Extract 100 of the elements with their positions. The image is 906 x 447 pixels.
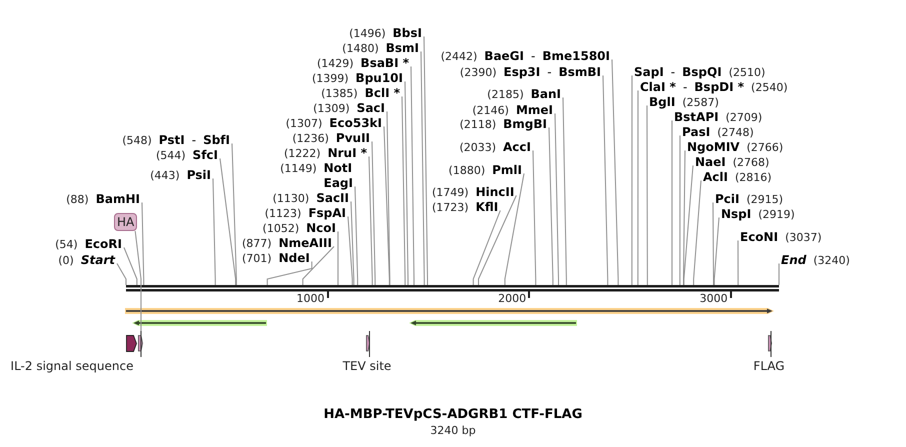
leader-line: [232, 143, 237, 286]
site-position: (2118): [460, 116, 496, 132]
map-end-label: Start: [80, 252, 115, 268]
site-position: (1749): [432, 184, 469, 200]
site-position: (1130): [272, 190, 310, 206]
site-position: (2919): [758, 206, 795, 222]
site-position: (1496): [349, 26, 386, 40]
site-position: (2915): [746, 192, 784, 206]
enzyme-name: BspQI: [682, 64, 722, 80]
enzyme-name: NdeI: [278, 250, 310, 266]
site-position: (548): [122, 132, 152, 148]
site-position: (3240): [813, 252, 850, 268]
site-position: (2748): [717, 124, 754, 140]
name-separator: -: [682, 80, 688, 94]
leader-line: [142, 202, 144, 286]
leader-line: [424, 36, 428, 286]
enzyme-name: BsaBI *: [360, 56, 409, 70]
map-end-label: End: [781, 252, 806, 268]
site-position: (2768): [732, 154, 770, 170]
enzyme-name: NmeAIII: [278, 236, 332, 250]
enzyme-name: BbsI: [392, 26, 422, 40]
leader-line: [384, 126, 390, 286]
site-position: (2587): [682, 94, 719, 110]
site-position: (2033): [459, 140, 496, 154]
enzyme-name: BaeGI: [484, 48, 524, 64]
sequence-length: 3240 bp: [430, 424, 476, 438]
enzyme-name: Bme1580I: [542, 48, 610, 64]
orf-feature: [125, 307, 774, 315]
enzyme-name: SbfI: [203, 132, 230, 148]
site-position: (2442): [440, 48, 478, 64]
enzyme-name: NruI *: [328, 146, 367, 160]
enzyme-name: PstI: [158, 132, 185, 148]
feature-caption: FLAG: [753, 358, 785, 374]
site-position: (88): [66, 192, 89, 206]
enzyme-name: BstAPI: [674, 110, 719, 124]
leader-line: [124, 247, 138, 286]
enzyme-name: AccI: [503, 140, 531, 154]
enzyme-name: EcoNI: [740, 230, 778, 244]
site-position: (1880): [448, 162, 486, 178]
map-title: HA-MBP-TEVpCS-ADGRB1 CTF-FLAG: [324, 406, 582, 423]
primer-feature: [409, 319, 577, 327]
enzyme-name: BclI *: [364, 86, 400, 100]
leader-line: [602, 75, 608, 286]
enzyme-name: EagI: [324, 176, 353, 190]
enzyme-name: SacII: [316, 190, 349, 206]
site-position: (2766): [746, 140, 784, 154]
site-position: (2390): [460, 64, 496, 80]
leader-line: [386, 111, 390, 286]
leader-line: [504, 173, 524, 286]
leader-line: [778, 263, 780, 286]
leader-line: [134, 230, 142, 332]
scale-label: 1000: [296, 292, 324, 305]
enzyme-name: PciI: [715, 192, 740, 206]
leader-line: [679, 135, 680, 286]
feature-caption: IL-2 signal sequence: [10, 358, 134, 374]
site-position: (1052): [262, 220, 300, 236]
enzyme-name: PasI: [682, 124, 710, 140]
leader-line: [402, 96, 406, 286]
leader-line: [350, 201, 354, 286]
enzyme-name: NcoI: [306, 220, 336, 236]
site-position: (1309): [313, 100, 350, 116]
enzyme-name: Bpu10I: [356, 70, 403, 86]
site-position: (2510): [728, 64, 766, 80]
enzyme-name: Eco53kI: [329, 116, 382, 130]
scale-label: 2000: [498, 292, 526, 305]
enzyme-name: BmgBI: [503, 116, 547, 132]
site-position: (1222): [284, 146, 321, 160]
site-position: (2816): [734, 170, 772, 184]
feature-label: HA: [114, 213, 138, 231]
enzyme-name: KflI: [476, 200, 498, 214]
site-position: (0): [58, 252, 74, 268]
leader-line: [420, 51, 425, 286]
leader-line: [612, 59, 619, 286]
name-separator: -: [192, 132, 196, 148]
dna-backbone: [126, 285, 779, 292]
leader-line: [562, 97, 567, 286]
leader-line: [714, 217, 720, 286]
feature-marker: [768, 331, 772, 357]
leader-line: [646, 105, 648, 286]
site-position: (877): [242, 236, 272, 250]
site-position: (1307): [286, 116, 322, 130]
enzyme-name: BsmI: [386, 40, 419, 56]
site-position: (1480): [342, 40, 379, 56]
site-position: (1236): [292, 130, 329, 146]
enzyme-name: BsmBI: [558, 64, 601, 80]
site-position: (1429): [316, 56, 354, 70]
leader-line: [302, 246, 334, 286]
feature-caption: TEV site: [342, 358, 392, 374]
enzyme-name: PsiI: [186, 168, 211, 182]
leader-line: [116, 263, 126, 286]
enzyme-name: AclI: [703, 170, 728, 184]
site-position: (443): [150, 168, 180, 182]
leader-line: [554, 113, 559, 286]
enzyme-name: SacI: [356, 100, 385, 116]
enzyme-name: ClaI *: [640, 80, 676, 94]
enzyme-name: FspAI: [308, 206, 346, 220]
enzyme-name: SapI: [634, 64, 664, 80]
site-position: (701): [242, 250, 272, 266]
name-separator: -: [670, 64, 676, 80]
leader-line: [212, 178, 216, 286]
